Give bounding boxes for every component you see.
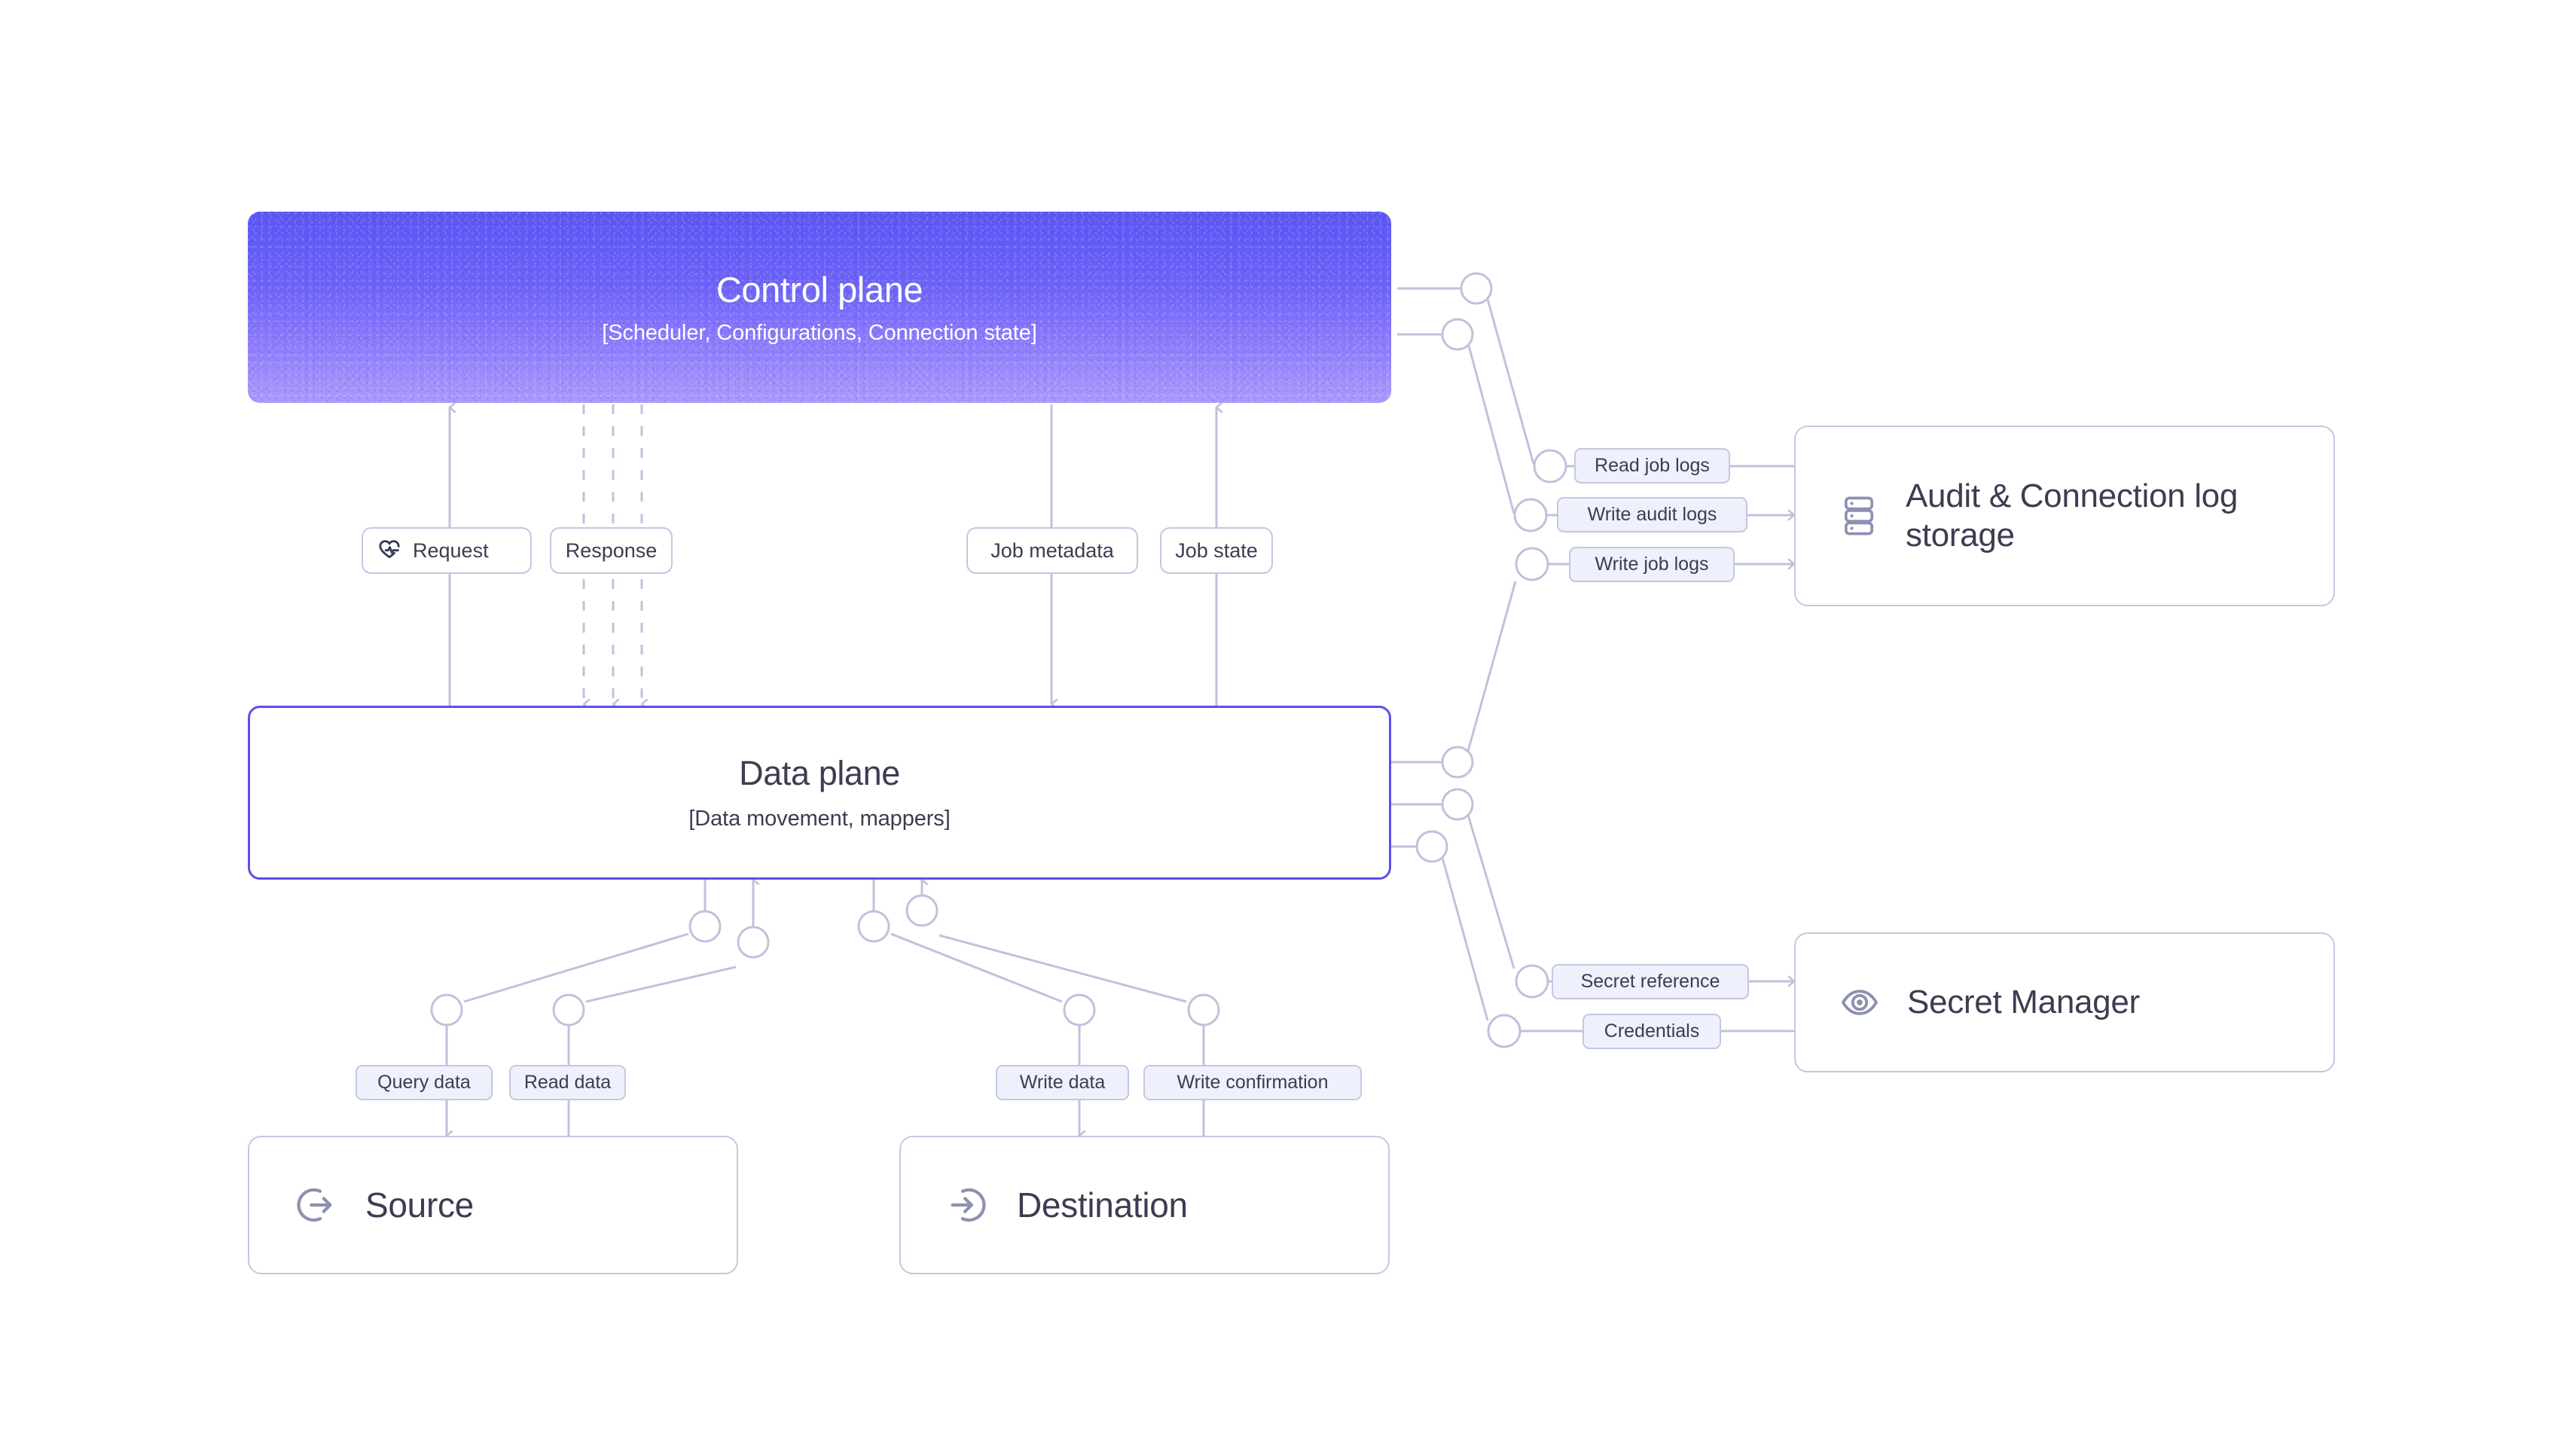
edge-label-write-confirmation-text: Write confirmation xyxy=(1177,1072,1329,1093)
edge-label-read-data[interactable]: Read data xyxy=(509,1065,626,1100)
edge-label-write-audit-logs-text: Write audit logs xyxy=(1587,504,1717,525)
junction-node xyxy=(1460,272,1493,305)
edge-label-credentials[interactable]: Credentials xyxy=(1583,1014,1721,1049)
junction-node xyxy=(737,926,770,959)
junction-node xyxy=(552,993,585,1027)
edge-label-job-state[interactable]: Job state xyxy=(1160,527,1273,574)
junction-node xyxy=(1487,1014,1521,1048)
edge-label-job-state-text: Job state xyxy=(1175,538,1258,562)
edge-label-read-job-logs[interactable]: Read job logs xyxy=(1574,448,1730,484)
junction-node xyxy=(1415,830,1448,863)
audit-card-label: Audit & Connection log storage xyxy=(1906,477,2239,554)
wire-secret-reference-b xyxy=(1464,807,1515,969)
audit-log-storage-card[interactable]: Audit & Connection log storage xyxy=(1794,426,2335,606)
edge-label-response[interactable]: Response xyxy=(550,527,673,574)
junction-node xyxy=(1533,449,1567,484)
wire-write-confirmation-c xyxy=(939,934,1187,1003)
control-plane-title: Control plane xyxy=(716,270,923,310)
log-out-circle-icon xyxy=(295,1184,337,1226)
database-stack-icon xyxy=(1839,494,1879,538)
junction-node xyxy=(857,910,890,943)
edge-label-query-data-text: Query data xyxy=(377,1072,471,1093)
junction-node xyxy=(1063,993,1096,1027)
edge-label-response-text: Response xyxy=(565,538,658,562)
eye-target-icon xyxy=(1839,982,1880,1023)
control-plane-box[interactable]: Control plane [Scheduler, Configurations… xyxy=(248,212,1391,403)
junction-node xyxy=(1515,547,1549,581)
edge-label-write-data-text: Write data xyxy=(1019,1072,1106,1093)
destination-card-label: Destination xyxy=(1017,1185,1188,1225)
edge-label-write-job-logs-text: Write job logs xyxy=(1595,554,1709,575)
edge-label-secret-reference-text: Secret reference xyxy=(1580,971,1720,992)
activity-heart-icon xyxy=(377,538,402,563)
junction-node xyxy=(1441,746,1474,779)
junction-nodes xyxy=(430,272,1567,1048)
edge-label-query-data[interactable]: Query data xyxy=(356,1065,493,1100)
edge-label-request[interactable]: Request xyxy=(362,527,532,574)
wire-read-data-c xyxy=(585,966,737,1003)
destination-card[interactable]: Destination xyxy=(899,1136,1390,1274)
edge-label-write-confirmation[interactable]: Write confirmation xyxy=(1143,1065,1362,1100)
data-plane-box[interactable]: Data plane [Data movement, mappers] xyxy=(248,706,1391,880)
data-plane-title: Data plane xyxy=(739,754,900,792)
source-card[interactable]: Source xyxy=(248,1136,738,1274)
wire-read-job-logs-b xyxy=(1483,288,1535,465)
junction-node xyxy=(430,993,463,1027)
wire-credentials-b xyxy=(1439,849,1489,1021)
junction-node xyxy=(1441,318,1474,351)
edge-label-credentials-text: Credentials xyxy=(1604,1020,1700,1042)
junction-node xyxy=(1441,788,1474,821)
control-plane-subtitle: [Scheduler, Configurations, Connection s… xyxy=(602,321,1037,345)
data-plane-subtitle: [Data movement, mappers] xyxy=(688,807,951,831)
junction-node xyxy=(1513,498,1548,532)
junction-node xyxy=(1187,993,1220,1027)
edge-label-read-job-logs-text: Read job logs xyxy=(1595,455,1710,476)
edge-label-job-metadata-text: Job metadata xyxy=(990,538,1114,562)
secret-manager-card-label: Secret Manager xyxy=(1907,984,2140,1021)
edge-label-write-data[interactable]: Write data xyxy=(996,1065,1129,1100)
wire-write-job-logs-b xyxy=(1464,581,1517,760)
edge-label-secret-reference[interactable]: Secret reference xyxy=(1552,964,1749,999)
edge-label-request-text: Request xyxy=(413,538,489,562)
edge-label-read-data-text: Read data xyxy=(523,1072,612,1093)
junction-node xyxy=(905,894,939,927)
wire-write-data-b xyxy=(890,932,1063,1003)
edge-label-job-metadata[interactable]: Job metadata xyxy=(966,527,1138,574)
secret-manager-card[interactable]: Secret Manager xyxy=(1794,932,2335,1072)
edge-label-write-job-logs[interactable]: Write job logs xyxy=(1569,547,1735,582)
edge-label-write-audit-logs[interactable]: Write audit logs xyxy=(1557,497,1747,532)
source-card-label: Source xyxy=(365,1185,474,1225)
wire-query-data-b xyxy=(463,932,689,1003)
junction-node xyxy=(1515,964,1549,999)
log-in-circle-icon xyxy=(946,1184,988,1226)
wire-write-audit-logs-b xyxy=(1464,334,1515,514)
junction-node xyxy=(688,910,722,943)
